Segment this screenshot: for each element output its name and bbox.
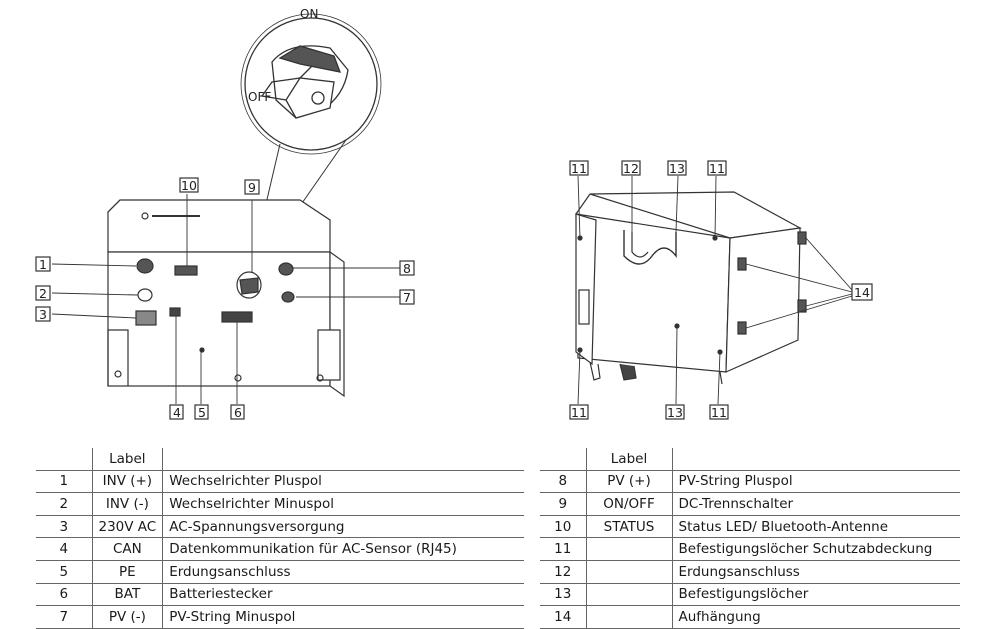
callout-11b: 11 [709, 161, 725, 176]
off-label: OFF [248, 90, 271, 104]
on-label: ON [300, 7, 318, 21]
table-header: Label [540, 448, 960, 471]
callout-7: 7 [403, 290, 411, 305]
callout-12: 12 [623, 161, 639, 176]
callout-14: 14 [854, 285, 870, 300]
callout-8: 8 [403, 261, 411, 276]
callout-9: 9 [248, 180, 256, 195]
callout-11c: 11 [571, 405, 587, 420]
front-callout-labels: 1 2 3 4 5 6 7 8 9 10 [39, 178, 411, 420]
callout-11a: 11 [571, 161, 587, 176]
front-view [35, 177, 415, 420]
callout-11d: 11 [711, 405, 727, 420]
callout-2: 2 [39, 286, 47, 301]
label-header: Label [585, 448, 673, 471]
callout-13a: 13 [669, 161, 685, 176]
callout-1: 1 [39, 257, 47, 272]
callout-5: 5 [198, 405, 206, 420]
callout-10: 10 [181, 178, 197, 193]
label-header: Label [91, 448, 164, 471]
table-header: Label [36, 448, 524, 471]
side-callout-labels: 11 12 13 11 14 11 13 11 [571, 161, 870, 420]
callout-6: 6 [234, 405, 242, 420]
callout-3: 3 [39, 307, 47, 322]
callout-4: 4 [173, 405, 181, 420]
callout-13b: 13 [667, 405, 683, 420]
side-view [569, 160, 873, 420]
